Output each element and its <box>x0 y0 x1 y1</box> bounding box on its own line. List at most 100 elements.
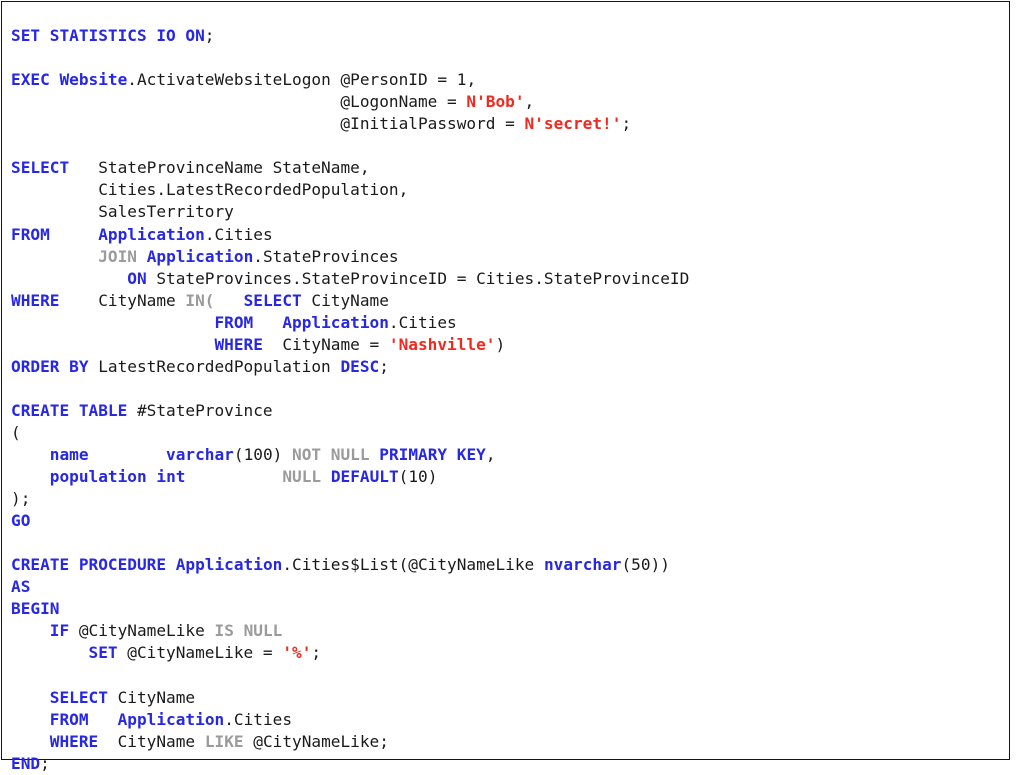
code-token-txt: ( <box>621 555 632 575</box>
code-line: @LogonName = N'Bob', <box>11 91 1007 113</box>
code-line: JOIN Application.StateProvinces <box>11 246 1007 268</box>
code-token-txt <box>11 247 98 266</box>
code-token-txt: )) <box>650 555 670 575</box>
code-token-txt: .Cities <box>204 224 273 244</box>
code-token-txt: , <box>466 70 477 90</box>
code-token-kw: END <box>11 753 41 773</box>
code-line: WHERE CityName = 'Nashville') <box>11 334 1007 356</box>
code-token-txt: @CityNameLike <box>69 621 215 641</box>
code-token-num: 10 <box>408 467 428 487</box>
code-line: SELECT CityName <box>11 687 1007 709</box>
code-line: ORDER BY LatestRecordedPopulation DESC; <box>11 356 1007 378</box>
code-token-txt: CityName <box>59 290 186 310</box>
code-line: ​ <box>11 532 1007 554</box>
code-token-kw: FROM <box>11 224 50 244</box>
code-token-txt <box>11 335 214 354</box>
code-token-txt <box>215 291 244 310</box>
code-token-txt: LatestRecordedPopulation <box>88 356 341 376</box>
code-line: GO <box>11 510 1007 532</box>
code-token-txt: @CityNameLike = <box>117 643 283 663</box>
code-line: END; <box>11 753 1007 775</box>
code-token-col: name <box>49 444 89 464</box>
code-token-txt: ; <box>40 753 50 773</box>
code-line: ​ <box>11 664 1007 686</box>
code-token-kw: DEFAULT <box>330 467 399 487</box>
code-token-kw: WHERE <box>49 731 99 751</box>
code-token-txt: ; <box>621 114 632 134</box>
code-line: population int NULL DEFAULT(10) <box>11 466 1007 488</box>
code-token-kw: ON <box>127 268 147 288</box>
code-token-obj: Application <box>117 709 225 729</box>
code-token-txt <box>137 247 147 266</box>
code-token-kw: FROM <box>49 709 89 729</box>
code-token-txt <box>11 445 50 464</box>
code-token-txt: SalesTerritory <box>11 202 234 222</box>
code-line: ); <box>11 488 1007 510</box>
code-token-txt <box>11 688 50 707</box>
code-line: SalesTerritory <box>11 201 1007 223</box>
code-token-obj: Application <box>175 555 283 575</box>
code-token-txt: StateProvinceName StateName, <box>69 158 370 178</box>
code-token-kw: AS <box>11 577 31 597</box>
code-line: WHERE CityName LIKE @CityNameLike; <box>11 731 1007 753</box>
code-token-txt <box>166 555 176 574</box>
sql-code-block[interactable]: SET STATISTICS IO ON;​EXEC Website.Activ… <box>11 25 1007 773</box>
code-token-obj: Application <box>282 312 389 332</box>
code-token-kw: EXEC <box>11 70 50 90</box>
code-token-txt: , <box>485 444 496 464</box>
code-token-txt <box>50 225 98 244</box>
code-token-str: '%' <box>282 643 312 663</box>
code-token-kw: SELECT <box>243 290 302 310</box>
code-token-txt: ) <box>427 467 438 487</box>
code-token-kw: WHERE <box>11 290 60 310</box>
code-token-txt: ; <box>379 356 389 376</box>
code-token-txt <box>11 643 89 662</box>
code-token-gray: NULL <box>282 467 322 487</box>
code-token-txt: ); <box>11 489 31 509</box>
code-token-num: 100 <box>243 444 273 464</box>
code-token-obj: Application <box>98 224 205 244</box>
code-token-txt: ) <box>495 334 506 354</box>
code-token-col: population <box>49 467 147 487</box>
code-line: WHERE CityName IN( SELECT CityName <box>11 290 1007 312</box>
code-token-txt <box>11 621 50 640</box>
code-token-kw: CREATE PROCEDURE <box>11 555 167 575</box>
code-token-num: 50 <box>631 555 651 575</box>
code-token-kw: SELECT <box>11 158 70 178</box>
code-token-txt <box>11 710 50 729</box>
code-line: FROM Application.Cities <box>11 312 1007 334</box>
code-token-txt <box>89 445 167 464</box>
code-line: @InitialPassword = N'secret!'; <box>11 113 1007 135</box>
code-token-txt: .StateProvinces <box>253 246 399 266</box>
code-token-txt: ( <box>233 444 244 464</box>
code-token-kw: IF <box>49 621 70 641</box>
code-token-txt: @InitialPassword = <box>11 114 525 134</box>
code-token-gray: JOIN <box>98 246 137 266</box>
code-line: CREATE PROCEDURE Application.Cities$List… <box>11 554 1007 576</box>
code-token-txt: CityName = <box>262 334 389 354</box>
code-token-kw: CREATE TABLE <box>11 400 128 420</box>
code-token-txt <box>50 70 60 89</box>
code-token-obj: Application <box>146 246 254 266</box>
code-token-str: 'Nashville' <box>388 334 496 354</box>
code-token-txt: CityName <box>107 687 196 707</box>
code-token-gray: IN( <box>185 290 215 310</box>
code-token-type: int <box>156 467 186 487</box>
code-line: IF @CityNameLike IS NULL <box>11 620 1007 642</box>
code-token-gray: NOT NULL <box>292 444 370 464</box>
code-token-gray: LIKE <box>204 731 244 751</box>
code-token-txt <box>253 313 282 332</box>
code-token-kw: GO <box>11 511 31 531</box>
code-token-txt: ( <box>11 422 21 442</box>
code-token-kw: BEGIN <box>11 599 60 619</box>
code-token-txt: , <box>524 92 535 112</box>
code-token-txt: .Cities <box>224 709 293 729</box>
code-token-str: N'secret!' <box>524 114 622 134</box>
code-token-txt <box>11 732 50 751</box>
code-line: ​ <box>11 47 1007 69</box>
code-line: SET STATISTICS IO ON; <box>11 25 1007 47</box>
code-token-kw: SET STATISTICS IO ON <box>11 26 205 46</box>
code-line: ( <box>11 422 1007 444</box>
code-line: AS <box>11 576 1007 598</box>
